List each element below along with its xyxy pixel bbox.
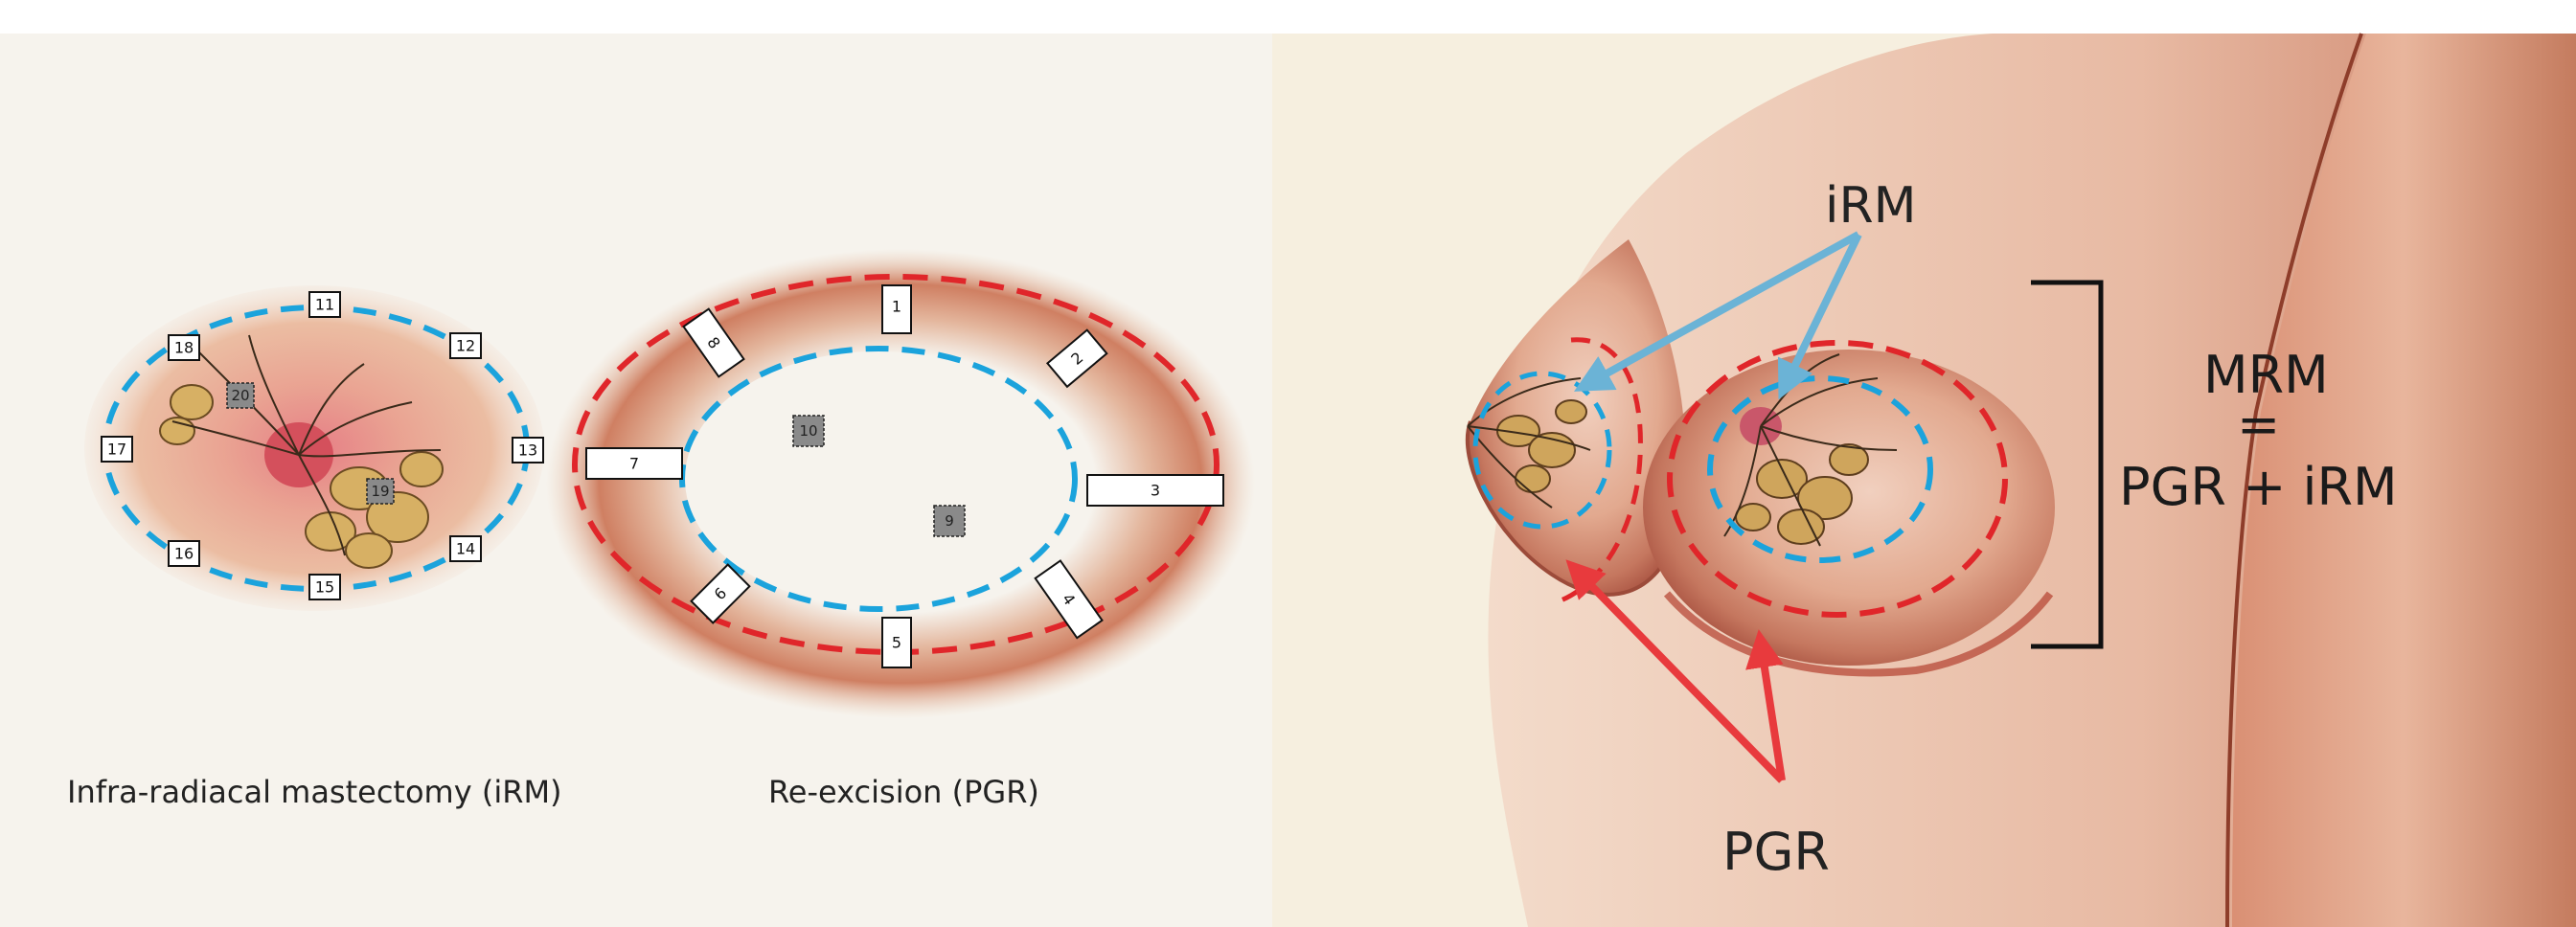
irm-label: iRM <box>1825 177 1916 235</box>
svg-text:11: 11 <box>315 296 334 314</box>
irm-grey-marker-19: 19 <box>367 479 394 504</box>
svg-text:3: 3 <box>1151 482 1160 500</box>
svg-text:5: 5 <box>892 634 901 652</box>
pgr-margin-label-5: 5 <box>882 618 911 667</box>
pgr-specimen: 1 2 3 4 5 <box>546 249 1255 718</box>
svg-text:1: 1 <box>892 298 901 316</box>
pgr-caption: Re-excision (PGR) <box>768 774 1039 810</box>
irm-specimen: 11 12 13 14 15 <box>84 285 544 611</box>
irm-margin-label-11: 11 <box>309 292 340 317</box>
svg-text:19: 19 <box>371 483 389 500</box>
pgr-label: PGR <box>1722 822 1830 882</box>
svg-text:15: 15 <box>315 578 334 597</box>
svg-text:9: 9 <box>945 512 954 530</box>
right-panel: iRM PGR MRM = PGR + iRM <box>1272 34 2576 927</box>
svg-text:17: 17 <box>107 441 126 459</box>
svg-text:12: 12 <box>456 337 475 355</box>
svg-text:16: 16 <box>174 545 194 563</box>
equation-equals: = <box>2237 395 2280 455</box>
irm-grey-marker-20: 20 <box>227 383 254 408</box>
pgr-margin-label-7: 7 <box>586 448 682 479</box>
irm-margin-label-15: 15 <box>309 575 340 599</box>
svg-text:7: 7 <box>629 455 639 473</box>
pgr-margin-label-3: 3 <box>1087 475 1223 506</box>
equation-pgr-irm: PGR + iRM <box>2119 457 2398 517</box>
irm-margin-label-12: 12 <box>450 333 481 358</box>
svg-text:13: 13 <box>518 441 537 460</box>
pgr-margin-label-1: 1 <box>882 285 911 333</box>
svg-text:20: 20 <box>231 387 249 404</box>
pgr-grey-marker-9: 9 <box>934 506 965 536</box>
irm-margin-label-17: 17 <box>102 437 132 462</box>
svg-text:14: 14 <box>456 540 475 558</box>
irm-caption: Infra-radiacal mastectomy (iRM) <box>67 774 562 810</box>
svg-text:18: 18 <box>174 339 194 357</box>
irm-margin-label-16: 16 <box>169 541 199 566</box>
irm-margin-label-18: 18 <box>169 335 199 360</box>
pgr-inner-cavity <box>685 351 1068 606</box>
pgr-grey-marker-10: 10 <box>793 416 824 446</box>
irm-margin-label-14: 14 <box>450 536 481 561</box>
svg-text:10: 10 <box>799 422 817 440</box>
left-panel: 11 12 13 14 15 <box>0 34 1272 927</box>
irm-margin-label-13: 13 <box>513 438 543 463</box>
